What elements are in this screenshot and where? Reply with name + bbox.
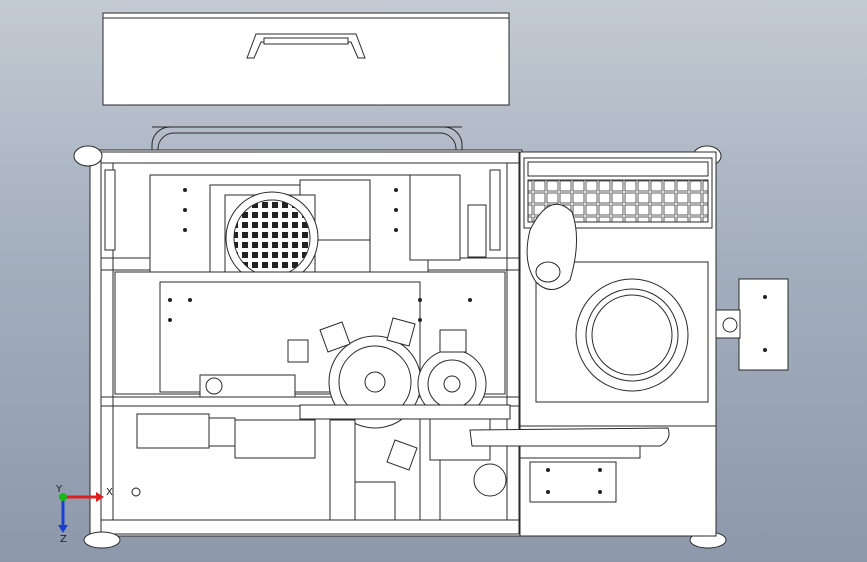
- mouse: [526, 203, 578, 290]
- round-display: [575, 278, 689, 392]
- side-mount-plate: [715, 278, 789, 371]
- lower-mechanism: [299, 404, 511, 521]
- y-axis-label: Y: [55, 484, 63, 495]
- drive-motor: [136, 374, 316, 459]
- z-axis-label: Z: [60, 534, 67, 545]
- lid-handle: [246, 33, 366, 59]
- y-axis-dot: [59, 493, 67, 501]
- coordinate-triad: X Y Z: [55, 484, 113, 545]
- top-hood: [102, 12, 510, 106]
- side-tray: [469, 427, 670, 459]
- cooling-fan: [225, 191, 319, 285]
- mounting-holes: [131, 188, 767, 497]
- x-axis-label: X: [106, 487, 113, 498]
